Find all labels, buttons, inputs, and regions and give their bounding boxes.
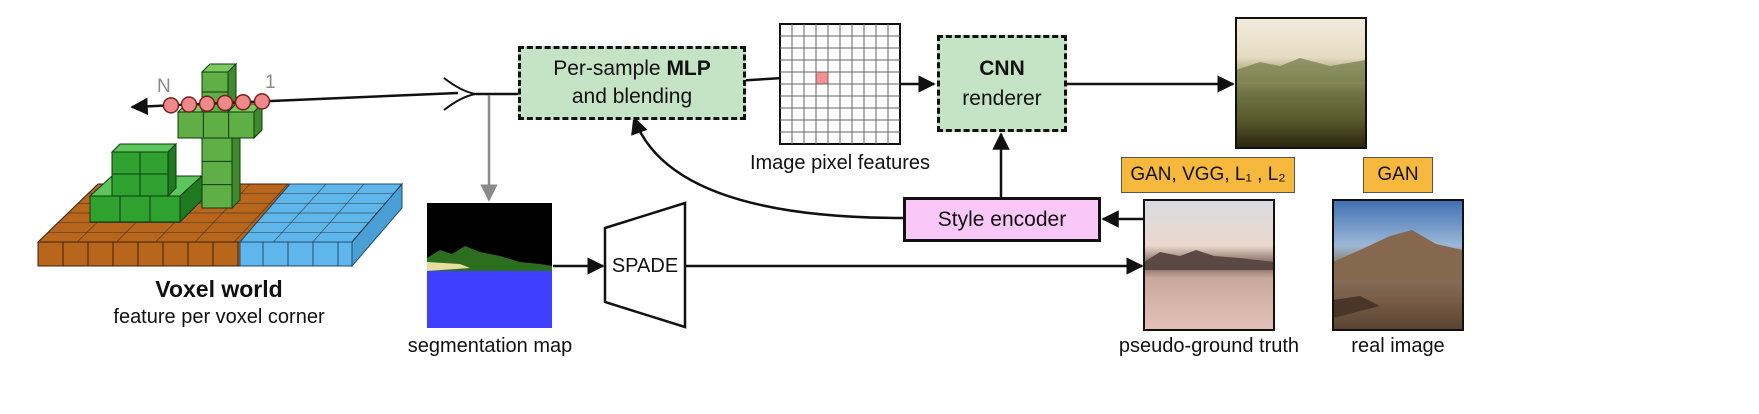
voxel-canopy xyxy=(177,111,255,139)
real-image-caption: real image xyxy=(1351,335,1445,357)
real-image-loss-label: GAN xyxy=(1377,164,1419,185)
mlp-box-prefix: Per-sample xyxy=(553,57,667,80)
real-image-loss-badge: GAN xyxy=(1363,157,1433,193)
spade-label: SPADE xyxy=(611,255,679,277)
ray-sample-point xyxy=(234,93,252,111)
pseudo-gt-loss-badge: GAN, VGG, L₁ , L₂ xyxy=(1121,157,1295,193)
voxel-world-title: Voxel world xyxy=(155,276,283,302)
spade-block xyxy=(603,201,687,329)
arrow-style-to-mlp xyxy=(631,116,904,220)
ray-sample-points xyxy=(162,93,271,114)
ray-label-far: N xyxy=(157,76,171,97)
style-encoder-label: Style encoder xyxy=(937,207,1067,231)
mlp-blending-box: Per-sample MLP and blending xyxy=(518,46,746,120)
pseudo-ground-truth-image xyxy=(1143,199,1275,331)
real-image xyxy=(1332,199,1464,331)
pseudo-gt-caption: pseudo-ground truth xyxy=(1118,335,1300,357)
voxel-tree-base xyxy=(89,195,181,223)
voxel-ground-water-front xyxy=(239,241,353,267)
ray-sample-point xyxy=(253,93,271,110)
segmentation-map-image xyxy=(427,203,552,328)
pixel-grid-caption: Image pixel features xyxy=(749,152,931,174)
mlp-box-bold: MLP xyxy=(666,57,711,80)
segmentation-caption: segmentation map xyxy=(407,335,573,357)
pseudo-gt-loss-label: GAN, VGG, L₁ , L₂ xyxy=(1130,164,1286,185)
voxel-world-illustration xyxy=(36,62,404,268)
mlp-box-line1: Per-sample MLP xyxy=(553,55,711,83)
ray-sample-point xyxy=(162,97,180,114)
mlp-box-line2: and blending xyxy=(571,85,693,108)
image-pixel-grid xyxy=(779,23,901,145)
cnn-box-line1: CNN xyxy=(979,56,1025,80)
highlighted-pixel xyxy=(815,71,829,85)
cnn-box-line2: renderer xyxy=(962,86,1042,110)
voxel-ground-dirt-front xyxy=(37,241,241,267)
ray-sample-point xyxy=(180,96,198,113)
rendered-output-image xyxy=(1235,17,1367,149)
voxel-world-subtitle: feature per voxel corner xyxy=(113,306,325,328)
voxel-trunk xyxy=(201,137,233,209)
style-encoder-box: Style encoder xyxy=(903,197,1101,242)
ray-sample-point xyxy=(216,94,234,112)
ray-label-near: 1 xyxy=(265,72,276,93)
ray-sample-point xyxy=(198,95,216,113)
cnn-renderer-box: CNN renderer xyxy=(937,35,1067,132)
